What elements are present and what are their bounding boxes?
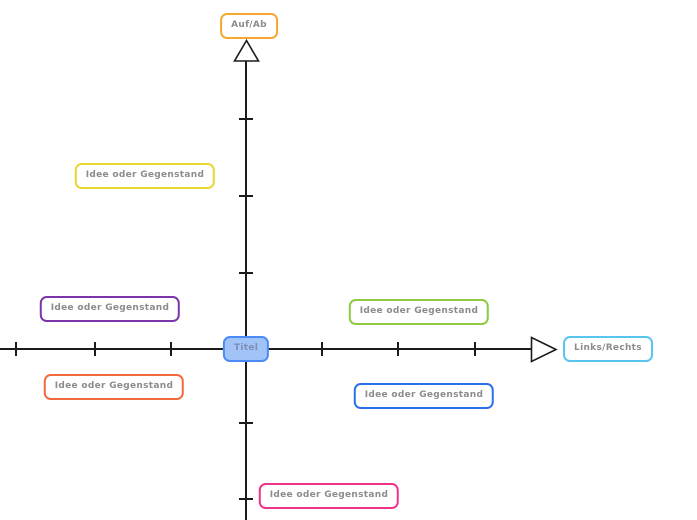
vertical-axis-line: [245, 60, 247, 520]
idea-box-purple[interactable]: Idee oder Gegenstand: [39, 296, 181, 322]
idea-box-yellow[interactable]: Idee oder Gegenstand: [74, 163, 216, 189]
idea-box-green[interactable]: Idee oder Gegenstand: [348, 299, 490, 325]
axis-tick: [321, 342, 323, 356]
axis-tick: [15, 342, 17, 356]
axis-tick: [474, 342, 476, 356]
idea-box-pink[interactable]: Idee oder Gegenstand: [258, 483, 400, 509]
axis-tick: [239, 422, 253, 424]
center-title-box[interactable]: Titel: [222, 336, 270, 362]
axis-tick: [239, 498, 253, 500]
axis-tick: [239, 195, 253, 197]
up-arrowhead-icon: [233, 39, 260, 62]
axis-label-up[interactable]: Auf/Ab: [220, 13, 278, 39]
axis-tick: [94, 342, 96, 356]
axis-tick: [170, 342, 172, 356]
idea-box-red[interactable]: Idee oder Gegenstand: [43, 374, 185, 400]
axis-tick: [239, 272, 253, 274]
axis-label-right[interactable]: Links/Rechts: [563, 336, 653, 362]
idea-box-blue[interactable]: Idee oder Gegenstand: [353, 383, 495, 409]
axis-tick: [397, 342, 399, 356]
right-arrowhead-icon: [530, 336, 558, 363]
axis-tick: [239, 118, 253, 120]
